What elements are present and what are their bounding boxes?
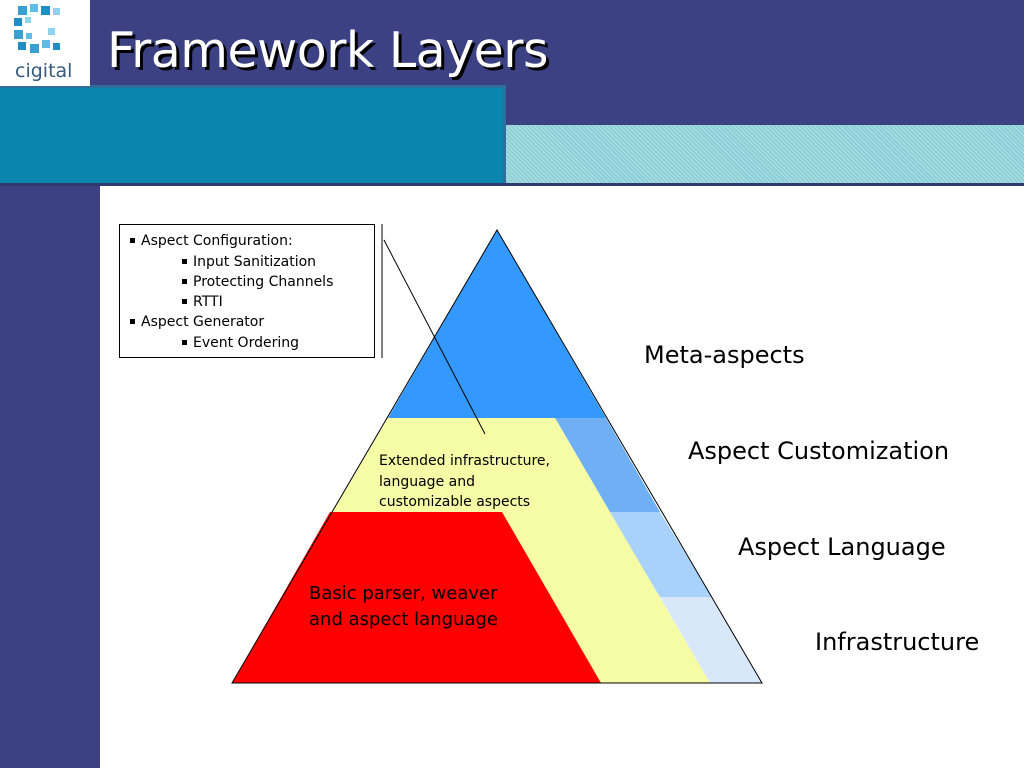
bullet-item: Event Ordering <box>182 335 299 351</box>
bullet-item: Aspect Configuration: <box>130 233 293 249</box>
pyramid-top-meta-aspects <box>388 230 606 418</box>
bullet-square-icon <box>130 237 135 243</box>
callout-line <box>383 239 486 435</box>
logo-text: cigital <box>15 60 73 82</box>
layer-label-infrastructure: Infrastructure <box>815 628 980 656</box>
bullet-square-icon <box>182 298 187 304</box>
bullet-square-icon <box>182 258 187 264</box>
pyramid-right-strip-aspect-language <box>608 512 712 597</box>
logo-panel: cigital <box>0 0 90 86</box>
bullet-square-icon <box>130 318 135 324</box>
layer-label-meta-aspects: Meta-aspects <box>644 341 805 369</box>
slide-title: Framework Layers <box>107 22 548 79</box>
pyramid-outline <box>231 229 763 684</box>
layer-label-aspect-language: Aspect Language <box>738 533 946 561</box>
cigital-logo-icon <box>14 4 60 53</box>
bullet-square-icon <box>182 339 187 345</box>
bullet-square-icon <box>182 278 187 284</box>
basic-layer-label: Basic parser, weaver and aspect language <box>309 583 498 630</box>
bullet-item: Input Sanitization <box>182 254 316 270</box>
pyramid-basic-layer <box>232 512 601 683</box>
teal-band <box>0 85 506 183</box>
header-bottom-rule <box>0 183 1024 186</box>
aspect-config-bullet-box: Aspect Configuration: Input Sanitization… <box>119 224 375 358</box>
extended-layer-label: Extended infrastructure, language and cu… <box>379 453 550 510</box>
pyramid-right-strip-infrastructure <box>660 597 762 683</box>
bullet-item: RTTI <box>182 294 223 310</box>
bullet-item: Protecting Channels <box>182 274 333 290</box>
layer-label-aspect-customization: Aspect Customization <box>688 437 950 465</box>
bullet-item: Aspect Generator <box>130 314 264 330</box>
hatch-band <box>506 125 1024 183</box>
pyramid-right-strip-aspect-customization <box>555 418 660 512</box>
